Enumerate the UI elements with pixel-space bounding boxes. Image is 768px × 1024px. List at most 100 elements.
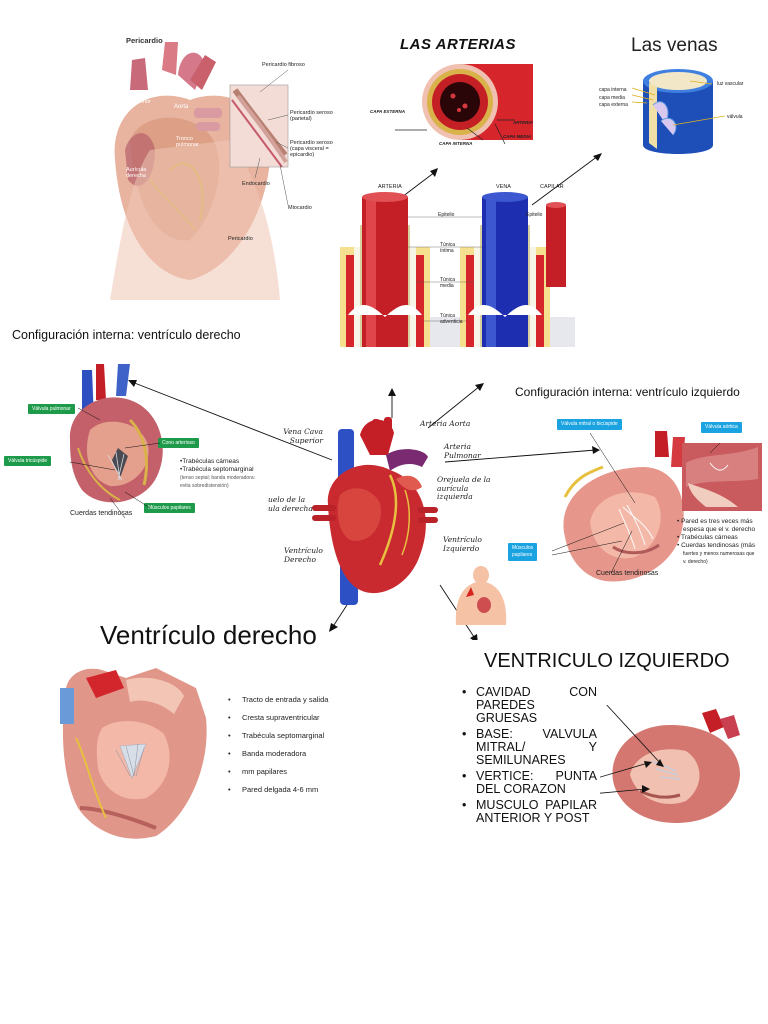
cuerdas-tendinosas-vi-label: Cuerdas tendinosas	[596, 570, 659, 577]
vi-config-bullet-2: espesa que el v. derecho	[683, 526, 756, 533]
tronco-pulmonar-label: Tronco pulmonar	[176, 136, 199, 148]
ventriculo-derecho-title: Ventrículo derecho	[100, 620, 317, 650]
auricula-derecha-line2: ula derecha	[268, 503, 313, 513]
vd-item-3: Trabécula septomarginal	[228, 731, 328, 749]
vessel-layers-figure: ARTERIA VENA CAPILAR Epitelio Epitelio T…	[340, 184, 575, 347]
cuerdas-tendinosas-vd-label: Cuerdas tendinosas	[70, 510, 133, 517]
vd-item-1: Tracto de entrada y salida	[228, 695, 328, 713]
vessel-arrows	[397, 153, 602, 206]
vi-config-bullet-6: v. derecho)	[683, 559, 708, 565]
orejuela-izquierda-label: Orejuela de la aurícula izquierda	[437, 475, 491, 502]
tunica-media-label: Túnica media	[440, 277, 456, 289]
miocardio-label: Miocardio	[288, 205, 312, 211]
vd-heart-illustration	[69, 364, 163, 503]
vi-config-bullet-list: • Pared es tres veces más espesa que el …	[677, 518, 755, 566]
central-heart-figure	[310, 415, 440, 615]
pericardio-bottom-label: Pericardio	[228, 236, 253, 242]
musculos-papilares-tag: Músculos papilares	[144, 503, 195, 513]
arteria-pulmonar-line1: Arteria	[444, 442, 471, 451]
musculos-papilares-vi-line2: papilares	[512, 552, 533, 558]
pericardio-seroso-parietal-label: Pericardio seroso (parietal)	[290, 110, 333, 122]
vi-config-bullet-3: • Trabéculas cárneas	[677, 534, 738, 541]
valvula-vena-label: válvula	[727, 114, 743, 120]
venas-title: Las venas	[631, 35, 718, 56]
epitelio-label: Epitelio	[438, 212, 455, 218]
vd-item-4: Banda moderadora	[228, 749, 328, 767]
arteria-pulmonar-central-label: Arteria Pulmonar	[444, 442, 481, 460]
ventriculo-izquierdo-illustration	[600, 705, 740, 823]
ventriculo-derecho-central-label: Ventrículo Derecho	[284, 546, 323, 564]
luz-vascular-label: luz vascular	[717, 81, 744, 87]
tunica-adventicia-label: Túnica adventicia	[440, 313, 463, 325]
ventriculo-izquierdo-title: VENTRICULO IZQUIERDO	[484, 650, 730, 672]
ventriculo-izquierdo-line1: Ventrículo	[443, 535, 482, 544]
vi-config-bullet-5: fuertes y menos numerosas que	[683, 551, 755, 557]
vena-cava-superior-label: Vena cava superior	[131, 93, 157, 105]
heart-illustration-icon	[312, 417, 438, 605]
vi-heart-illustration	[563, 431, 685, 582]
vd-leader-lines	[69, 407, 161, 519]
venas-figure: Las venas capa interna capa media capa e…	[595, 35, 755, 165]
pericardio-figure: Pericardio Vena cava superior Aorta Tron…	[110, 30, 335, 300]
vd-item-5: mm papilares	[228, 767, 328, 785]
valvula-tricuspide-tag: Válvula tricúspide	[4, 456, 52, 466]
vena-capa-media-label: capa media	[599, 95, 625, 101]
vi-config-bullet-4: • Cuerdas tendinosas (más	[677, 542, 756, 549]
vi-config-bullet-1: • Pared es tres veces más	[677, 518, 753, 525]
vena-cava-superior-central-label: Vena Cava Superior	[283, 427, 323, 445]
vi-item-3: VERTICE: PUNTA DEL CORAZON	[462, 770, 597, 796]
pericardio-seroso-visceral-label: Pericardio seroso (capa visceral = epica…	[290, 140, 333, 158]
cono-arterioso-tag: Cono arterioso	[158, 438, 199, 448]
ventriculo-derecho-list: Tracto de entrada y salida Cresta suprav…	[228, 695, 328, 803]
vd-config-bullet-1: •Trabéculas cárneas	[180, 458, 240, 465]
vi-config-figure: Válvula mitral o bicúspide Válvula aórti…	[500, 415, 768, 595]
vd-config-bullet-3: (tenso septal; banda moderadora:	[180, 475, 256, 481]
vein-cross-section-icon	[631, 69, 726, 154]
capa-interna-label: CAPA INTERNA	[439, 141, 473, 146]
vd-config-bullet-2: •Trabécula septomarginal	[180, 466, 254, 473]
ventriculo-izquierdo-list: CAVIDAD CON PAREDES GRUESAS BASE: VALVUL…	[462, 686, 597, 828]
arteria-aorta-central-label: Arteria Aorta	[420, 419, 471, 428]
tunica-intima-label: Túnica íntima	[440, 242, 456, 254]
orejuela-line3: izquierda	[437, 492, 473, 501]
ventriculo-izquierdo-central-label: Ventrículo Izquierdo	[443, 535, 482, 553]
arteria-pulmonar-line2: Pulmonar	[444, 450, 481, 460]
vena-cava-superior-line2: Superior	[289, 435, 323, 445]
ventriculo-izquierdo-line2: Izquierdo	[443, 543, 480, 553]
vi-config-title: Configuración interna: ventrículo izquie…	[515, 385, 740, 399]
valvula-aortica-tag: Válvula aórtica	[701, 422, 742, 433]
aorta-label: Aorta	[174, 104, 189, 110]
vd-config-figure: Válvula pulmonar Cono arterioso Válvula …	[0, 360, 280, 520]
musculos-papilares-vi-tag: Músculos papilares	[508, 543, 538, 561]
torso-inset-icon	[455, 566, 507, 625]
capa-externa-label: CAPA EXTERNA	[370, 109, 406, 114]
artery-cross-section-icon	[395, 64, 533, 145]
vi-item-4: MUSCULO PAPILAR ANTERIOR Y POST	[462, 799, 597, 825]
pericardio-heart-illustration	[110, 42, 289, 300]
orejuela-line1: Orejuela de la	[437, 475, 491, 484]
arteria-column-label: ARTERIA	[378, 184, 402, 190]
arterias-title: LAS ARTERIAS	[400, 36, 517, 53]
ventriculo-derecho-line2: Derecho	[284, 554, 317, 564]
ventriculo-derecho-illustration	[60, 668, 207, 839]
endocardio-label: Endocardio	[242, 181, 270, 187]
valvula-pulmonar-tag: Válvula pulmonar	[28, 404, 75, 414]
vena-column-label: VENA	[496, 184, 511, 190]
vena-capa-interna-label: capa interna	[599, 87, 627, 93]
arterias-figure: LAS ARTERIAS CAPA EXTERNA CAPA INTERNA C…	[365, 32, 540, 150]
vena-cava-superior-line1: Vena Cava	[283, 427, 323, 436]
auricula-derecha-central-label: uelo de la ula derecha	[268, 495, 313, 513]
vi-aortic-valve-illustration	[682, 443, 762, 511]
valvula-mitral-tag: Válvula mitral o bicúspide	[557, 419, 622, 430]
auricula-derecha-line1: uelo de la	[268, 495, 306, 504]
epitelio-capilar-label: Epitelio	[526, 212, 543, 218]
capilar-column-label: CAPILAR	[540, 184, 564, 190]
vd-config-bullet-list: •Trabéculas cárneas •Trabécula septomarg…	[180, 458, 255, 490]
musculos-papilares-vi-line1: Músculos	[512, 545, 534, 551]
ventriculo-derecho-line1: Ventrículo	[284, 546, 323, 555]
vessel-layers-illustration	[340, 192, 575, 347]
vd-config-bullet-4: evita sobredistensión)	[180, 483, 229, 489]
orejuela-line2: aurícula	[437, 483, 469, 493]
auricula-derecha-label: Aurícula derecha	[126, 167, 147, 179]
vd-item-6: Pared delgada 4-6 mm	[228, 785, 328, 803]
